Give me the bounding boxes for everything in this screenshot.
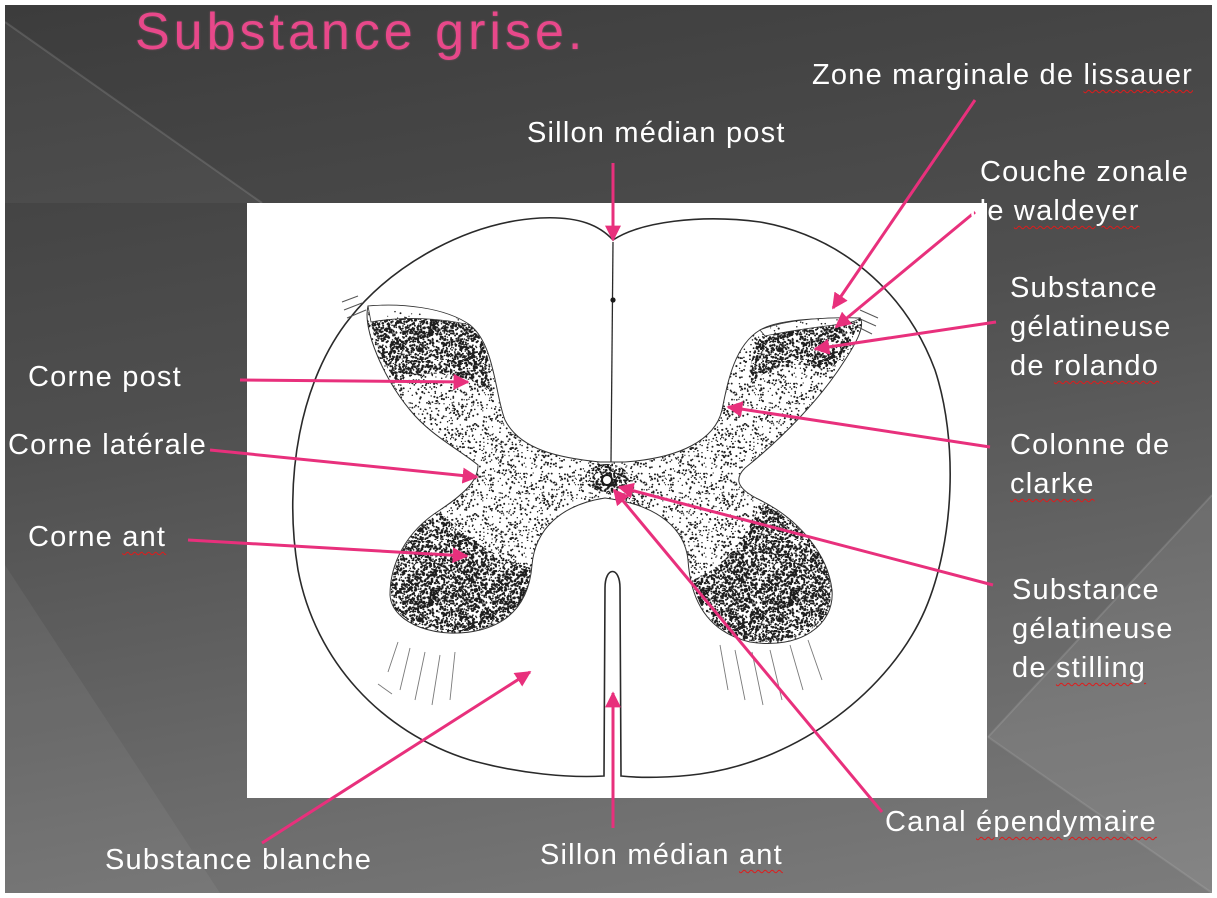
central-canal [602,475,612,485]
label-line: gélatineuse [1010,308,1172,347]
label-colonne-clarke: Colonne de clarke [1010,426,1170,504]
label-canal-ependymaire: Canal épendymaire [885,803,1157,842]
label-text: Corne post [28,361,182,393]
label-text: Colonne de [1010,429,1170,461]
label-line: Zone marginale de lissauer [812,56,1193,95]
label-text: Zone marginale de [812,59,1083,91]
label-zone-marginale-lissauer: Zone marginale de lissauer [812,56,1193,95]
label-corne-laterale: Corne latérale [8,426,207,465]
septum-dot [610,297,615,302]
label-line: gélatineuse [1012,610,1174,649]
label-line: Canal épendymaire [885,803,1157,842]
label-text-spellcheck-flagged: stilling [1056,652,1146,684]
label-text: Corne [28,521,122,553]
label-text: Substance blanche [105,844,372,876]
label-text: Couche zonale [980,156,1189,188]
label-line: Corne post [28,358,182,397]
label-text-spellcheck-flagged: waldeyer [1014,195,1140,227]
label-line: Substance [1010,269,1172,308]
label-text-spellcheck-flagged: lissauer [1083,59,1193,91]
label-sillon-median-post: Sillon médian post [527,114,786,153]
label-text: de [1012,652,1056,684]
label-sillon-median-ant: Sillon médian ant [540,836,783,875]
label-couche-zonale-waldeyer: Couche zonale de waldeyer [980,153,1189,231]
label-line: Colonne de [1010,426,1170,465]
label-text: de [970,195,1014,227]
label-text: gélatineuse [1010,311,1172,343]
label-text: Corne latérale [8,429,207,461]
label-text: Sillon médian [540,839,739,871]
label-text-spellcheck-flagged: rolando [1054,350,1159,382]
label-text-spellcheck-flagged: ant [739,839,783,871]
label-text-spellcheck-flagged: ant [122,521,166,553]
label-line: Couche zonale [980,153,1189,192]
label-text-spellcheck-flagged: épendymaire [976,806,1157,838]
label-line: de stilling [1012,649,1174,688]
label-text: gélatineuse [1012,613,1174,645]
label-line: de waldeyer [970,192,1189,231]
label-corne-post: Corne post [28,358,182,397]
label-text: de [1010,350,1054,382]
label-text-spellcheck-flagged: clarke [1010,468,1095,500]
label-text: Substance [1010,272,1158,304]
label-line: Corne ant [28,518,166,557]
slide-title: Substance grise. [135,1,586,63]
label-line: Corne latérale [8,426,207,465]
label-substance-gelatineuse-stilling: Substance gélatineuse de stilling [1012,571,1174,688]
label-text: Substance [1012,574,1160,606]
label-line: Sillon médian ant [540,836,783,875]
label-substance-gelatineuse-rolando: Substance gélatineuse de rolando [1010,269,1172,386]
label-line: Substance [1012,571,1174,610]
label-text: Sillon médian post [527,117,786,149]
label-substance-blanche: Substance blanche [105,841,372,880]
label-line: de rolando [1010,347,1172,386]
label-line: Sillon médian post [527,114,786,153]
label-line: clarke [1010,465,1170,504]
label-line: Substance blanche [105,841,372,880]
label-corne-ant: Corne ant [28,518,166,557]
arrow-corne-post [240,380,468,382]
label-text: Canal [885,806,976,838]
